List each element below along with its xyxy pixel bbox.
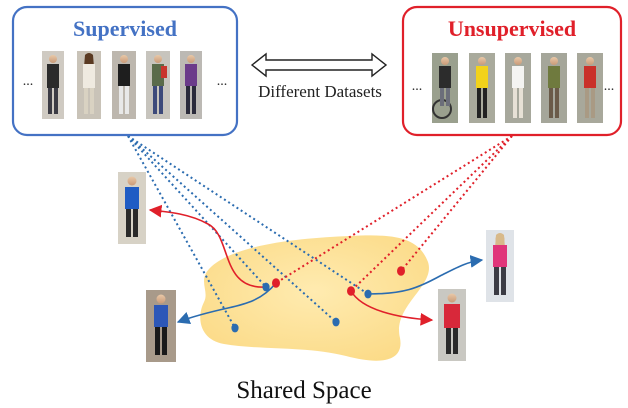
different-datasets-label: Different Datasets — [258, 82, 382, 101]
supervised-box: Supervised ... ... — [11, 5, 239, 137]
supervised-person-image — [180, 51, 202, 119]
arrow-to-right-bottom — [350, 290, 434, 326]
blue-point — [364, 289, 372, 299]
shared-space-label: Shared Space — [236, 377, 371, 404]
red-point — [397, 266, 405, 276]
blue-point — [332, 317, 340, 327]
unsupervised-mapping-lines — [275, 135, 513, 292]
person-image-left-top — [118, 172, 146, 244]
red-point — [347, 286, 355, 296]
unsupervised-box: Unsupervised ... ... — [401, 5, 623, 137]
different-datasets-double-arrow — [250, 52, 388, 78]
unsupervised-person-image — [505, 53, 531, 123]
unsupervised-person-image — [469, 53, 495, 123]
unsupervised-title: Unsupervised — [448, 16, 576, 41]
unsupervised-person-image — [577, 53, 603, 123]
arrow-to-right-top — [367, 255, 484, 295]
supervised-mapping-lines — [127, 135, 369, 329]
supervised-person-image — [146, 51, 170, 119]
supervised-title: Supervised — [73, 16, 177, 41]
unsupervised-ellipsis-right: ... — [604, 79, 615, 94]
supervised-ellipsis-left: ... — [23, 74, 34, 89]
arrow-to-left-top — [148, 204, 267, 288]
person-image-left-bottom — [146, 290, 176, 362]
unsupervised-ellipsis-left: ... — [412, 79, 423, 94]
supervised-person-image — [77, 51, 101, 119]
blue-point — [231, 323, 239, 333]
person-image-right-top — [486, 230, 514, 302]
arrow-to-left-bottom — [176, 282, 277, 324]
supervised-person-image — [112, 51, 136, 119]
red-point — [272, 278, 280, 288]
embedding-points — [231, 266, 405, 333]
supervised-person-image — [42, 51, 64, 119]
supervised-ellipsis-right: ... — [217, 74, 228, 89]
blue-point — [262, 282, 270, 292]
unsupervised-person-image — [541, 53, 567, 123]
unsupervised-person-image — [432, 53, 458, 123]
shared-space-region — [200, 235, 429, 361]
person-image-right-bottom — [438, 289, 466, 361]
